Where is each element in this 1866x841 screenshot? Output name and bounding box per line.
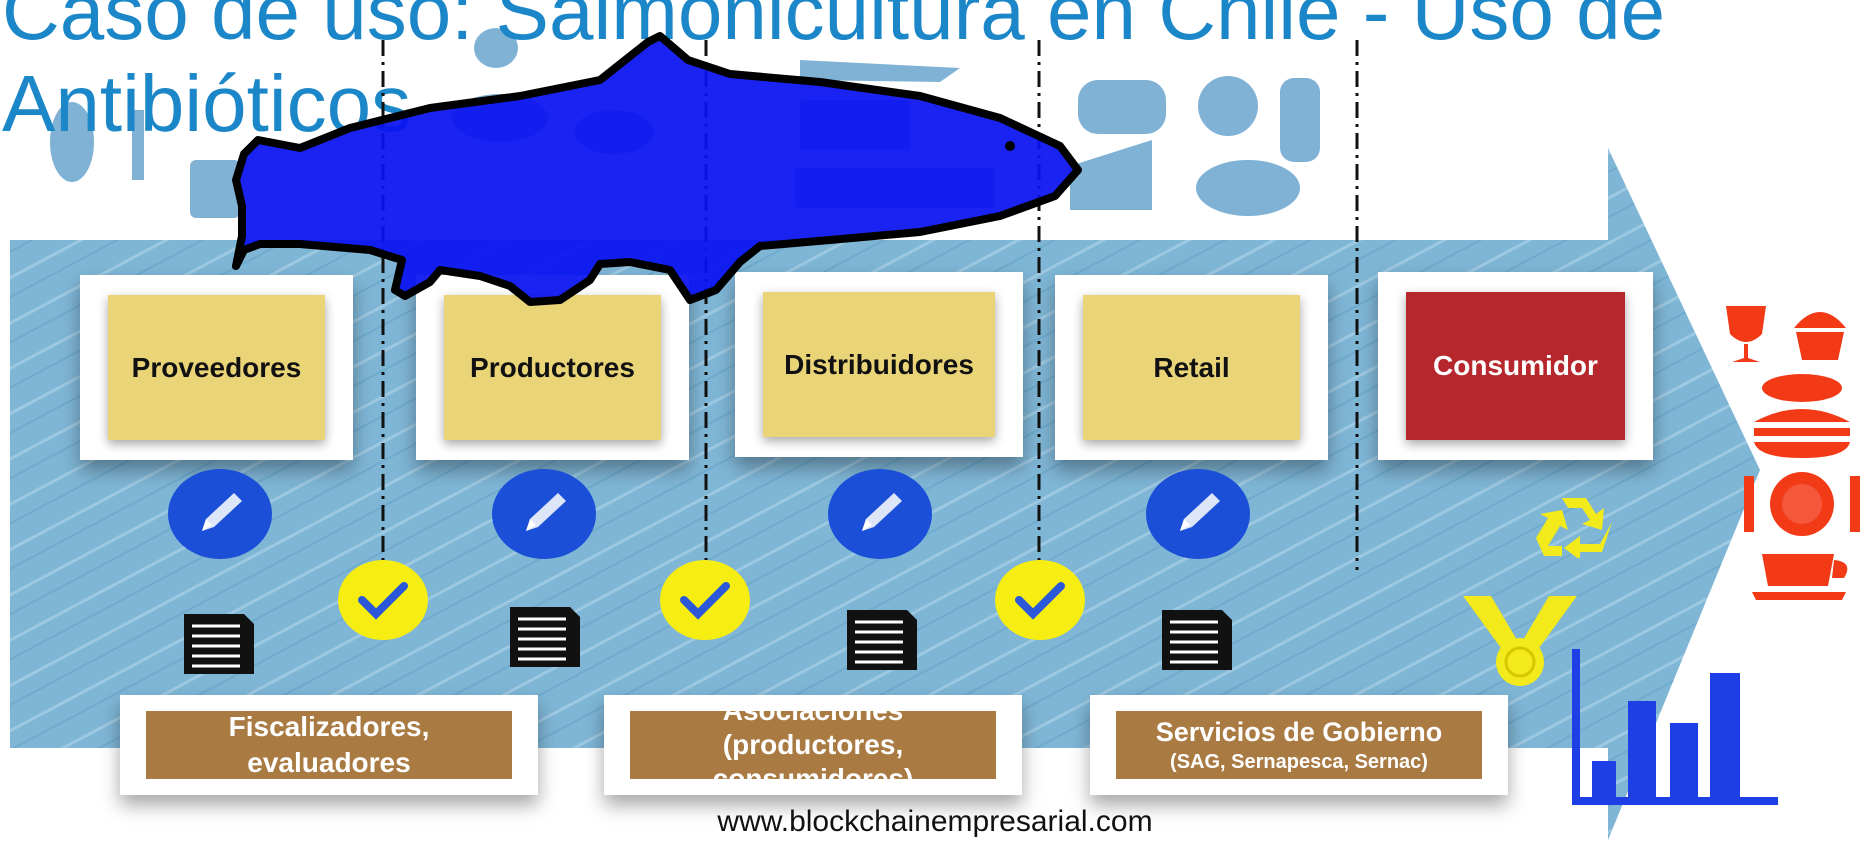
- bar: [1670, 723, 1698, 797]
- stage-card-consumidor: Consumidor: [1378, 272, 1653, 460]
- stage-card-proveedores: Proveedores: [80, 275, 353, 460]
- cupcake-icon: [1794, 312, 1846, 360]
- footer-url[interactable]: www.blockchainempresarial.com: [717, 805, 1153, 838]
- syringe-icon: [132, 110, 144, 180]
- stage-card-productores: Productores: [416, 275, 689, 460]
- bar: [1628, 701, 1656, 797]
- document-list-icon: [847, 610, 917, 670]
- org-card-asociaciones: Asociaciones (productores, consumidores): [604, 695, 1022, 795]
- recycle-icon: [1536, 498, 1612, 558]
- airplane-icon: [800, 60, 960, 82]
- org-card-fiscalizadores: Fiscalizadores, evaluadores: [120, 695, 538, 795]
- bar: [1592, 761, 1616, 797]
- pencil-icon[interactable]: [492, 469, 596, 559]
- stage-label: Consumidor: [1406, 292, 1625, 440]
- cheese-wedge-icon: [1070, 140, 1152, 210]
- stage-label: Distribuidores: [763, 292, 995, 437]
- corn-icon: [50, 102, 94, 182]
- chicken-leg-icon: [1762, 374, 1842, 402]
- document-list-icon: [510, 607, 580, 667]
- org-line: evaluadores: [247, 747, 411, 778]
- org-box: Servicios de Gobierno (SAG, Sernapesca, …: [1116, 711, 1482, 779]
- org-line: Servicios de Gobierno: [1155, 717, 1443, 747]
- checkmark-icon: [995, 560, 1085, 640]
- document-list-icon: [184, 614, 254, 674]
- checkmark-icon: [338, 560, 428, 640]
- org-line: consumidores): [712, 763, 914, 779]
- stage-label: Productores: [444, 295, 661, 440]
- org-card-servicios-gobierno: Servicios de Gobierno (SAG, Sernapesca, …: [1090, 695, 1508, 795]
- turkey-icon: [1196, 160, 1300, 216]
- document-list-icon: [1162, 610, 1232, 670]
- org-line: (SAG, Sernapesca, Sernac): [1170, 751, 1428, 773]
- coffee-cup-icon: [1752, 554, 1848, 600]
- stage-label: Proveedores: [108, 295, 325, 440]
- org-line: (productores,: [722, 729, 904, 760]
- pencil-icon[interactable]: [168, 469, 272, 559]
- bar-chart-icon: [1572, 649, 1778, 805]
- checkmark-icon: [660, 560, 750, 640]
- plate-icon: [1770, 472, 1834, 536]
- egg-icon: [1198, 76, 1258, 136]
- pencil-icon[interactable]: [1146, 469, 1250, 559]
- wine-glass-icon: [1726, 306, 1766, 362]
- milk-bottle-icon: [1280, 78, 1320, 162]
- apple-icon: [474, 28, 518, 68]
- knife-icon: [1850, 476, 1860, 532]
- fuel-pump-icon: [190, 160, 240, 218]
- org-box: Asociaciones (productores, consumidores): [630, 711, 996, 779]
- bar: [1710, 673, 1740, 797]
- org-line: Fiscalizadores,: [228, 711, 430, 742]
- stage-label: Retail: [1083, 295, 1300, 440]
- burger-icon: [1754, 409, 1850, 458]
- org-line: Asociaciones: [630, 711, 996, 728]
- stage-card-retail: Retail: [1055, 275, 1328, 460]
- consumer-food-icons: [1726, 306, 1860, 600]
- stage-card-distribuidores: Distribuidores: [735, 272, 1023, 457]
- bread-icon: [1078, 80, 1166, 134]
- fork-icon: [1744, 476, 1754, 532]
- medal-icon: [1463, 596, 1577, 686]
- pencil-icon[interactable]: [828, 469, 932, 559]
- org-box: Fiscalizadores, evaluadores: [146, 711, 512, 779]
